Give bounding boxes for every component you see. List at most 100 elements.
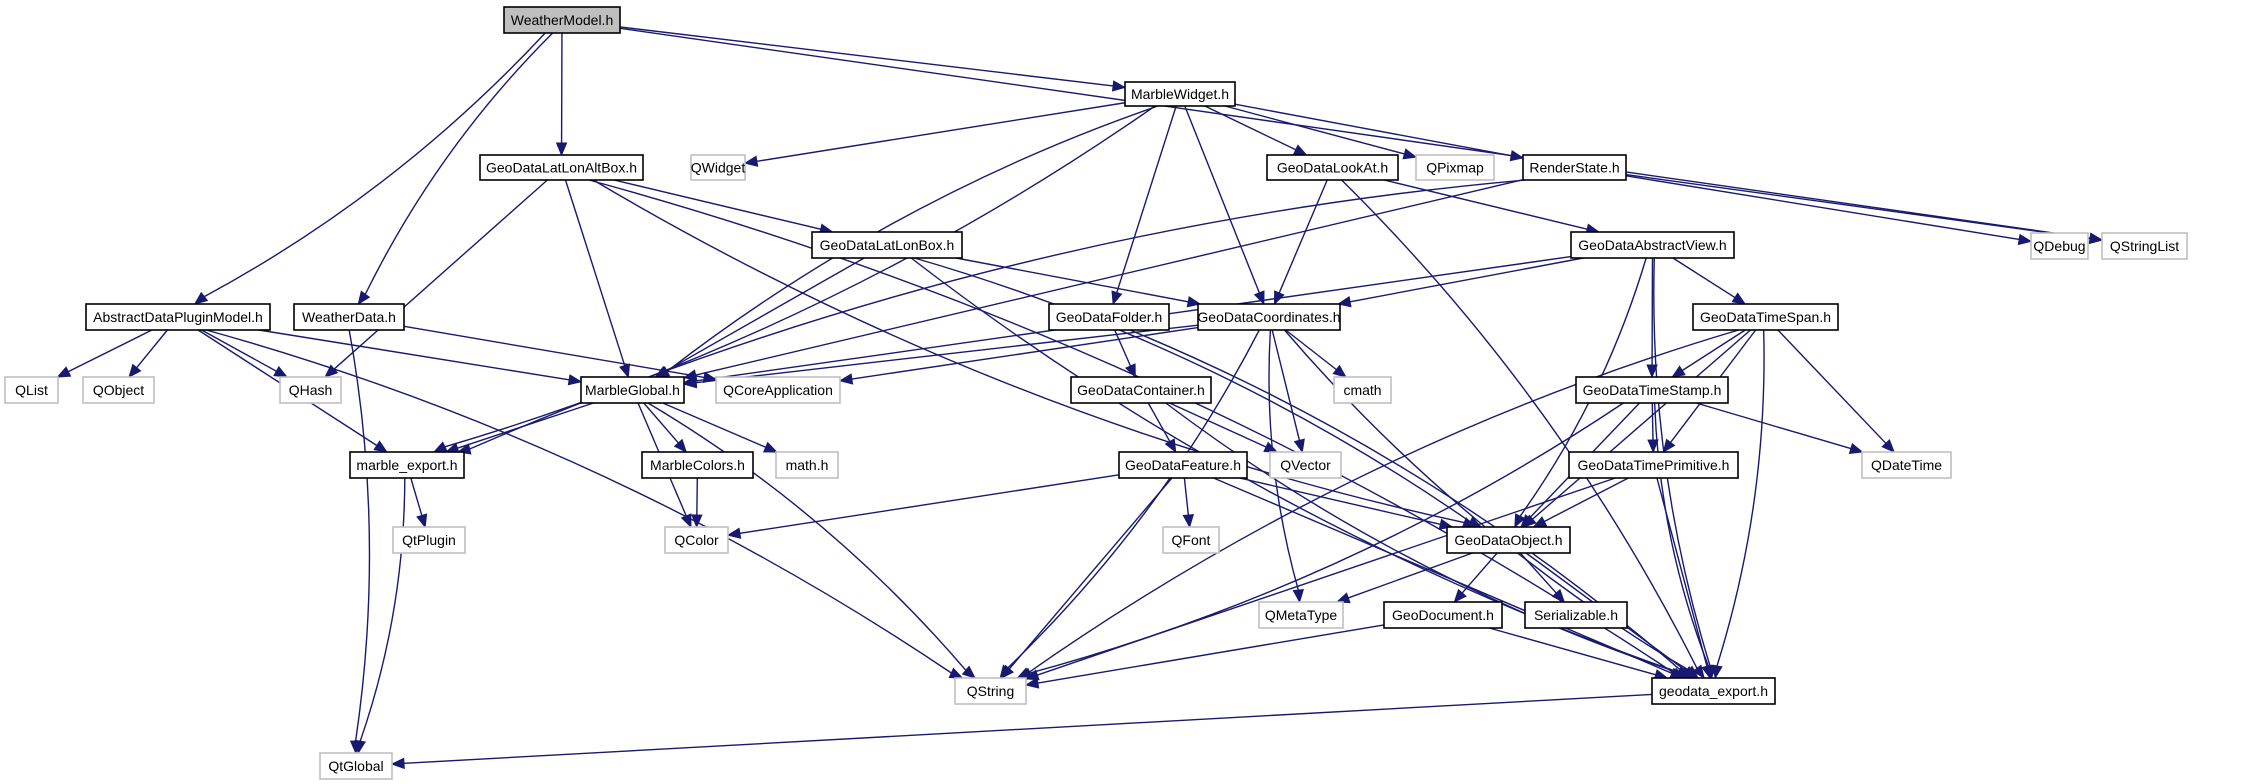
arrowhead-icon — [1125, 363, 1136, 379]
node-box — [1258, 601, 1344, 629]
node-box — [2101, 232, 2188, 260]
node-geodatacontainer[interactable]: GeoDataContainer.h — [1070, 376, 1212, 404]
edge-GeoDataLatLonBox-to-GeoDataCoordinates — [955, 257, 1202, 308]
node-geodatalatlonaltbox[interactable]: GeoDataLatLonAltBox.h — [479, 154, 644, 181]
edge-AbstractDataPluginModel-to-QHash — [201, 329, 289, 378]
arrowhead-icon — [619, 363, 631, 379]
node-box — [811, 231, 963, 259]
node-box — [1266, 154, 1399, 181]
node-label: QStringList — [2110, 238, 2179, 254]
edge-MarbleWidget-to-GeoDataFolder — [1111, 105, 1177, 306]
node-box — [1570, 231, 1735, 259]
node-qmetatype: QMetaType — [1258, 601, 1344, 629]
node-label: cmath — [1343, 382, 1381, 398]
arrowhead-icon — [1292, 144, 1308, 156]
arrowhead-icon — [682, 376, 698, 389]
node-marble_export[interactable]: marble_export.h — [349, 451, 465, 479]
node-weathermodel[interactable]: WeatherModel.h — [503, 6, 621, 34]
node-serializable[interactable]: Serializable.h — [1524, 601, 1628, 629]
arrowhead-icon — [1520, 513, 1534, 528]
edge-GeoDataTimeSpan-to-QDateTime — [1777, 329, 1896, 453]
arrowhead-icon — [1000, 664, 1015, 679]
node-label: MarbleGlobal.h — [585, 382, 680, 398]
node-geodatalookat[interactable]: GeoDataLookAt.h — [1266, 154, 1399, 181]
node-geodatatimeprimitive[interactable]: GeoDataTimePrimitive.h — [1568, 451, 1739, 479]
arrowhead-icon — [654, 365, 670, 378]
node-label: QHash — [289, 382, 333, 398]
node-renderstate[interactable]: RenderState.h — [1522, 154, 1627, 181]
edge-line — [1234, 103, 1512, 157]
edge-WeatherModel-to-AbstractDataPluginModel — [193, 32, 546, 305]
node-box — [503, 6, 621, 34]
edge-marble_export-to-QtGlobal — [354, 477, 406, 755]
node-qdatetime: QDateTime — [1861, 451, 1952, 479]
arrowhead-icon — [373, 440, 388, 453]
edge-line — [201, 329, 277, 372]
edge-MarbleWidget-to-QPixmap — [1224, 105, 1418, 160]
node-label: GeoDataLatLonBox.h — [820, 237, 955, 253]
edge-MarbleGlobal-to-math — [662, 402, 778, 453]
arrowhead-icon — [1453, 588, 1467, 603]
edge-WeatherData-to-QtGlobal — [348, 329, 371, 755]
node-geodataabstractview[interactable]: GeoDataAbstractView.h — [1570, 231, 1735, 259]
edge-GeoDataObject-to-QMetaType — [1335, 552, 1473, 604]
node-box — [392, 526, 466, 554]
node-label: GeoDataContainer.h — [1077, 382, 1205, 398]
nodes-layer: WeatherModel.hMarbleWidget.hGeoDataLatLo… — [4, 6, 2188, 780]
edge-GeoDataCoordinates-to-QCoreApplication — [838, 326, 1199, 385]
edge-line — [955, 257, 1189, 303]
edge-line — [1532, 329, 1751, 520]
node-label: QList — [15, 382, 48, 398]
edge-line — [68, 329, 153, 373]
node-abstractdatapluginmodel[interactable]: AbstractDataPluginModel.h — [85, 303, 271, 331]
node-geodatafolder[interactable]: GeoDataFolder.h — [1048, 303, 1170, 331]
edge-line — [1169, 402, 1267, 448]
arrowhead-icon — [1692, 664, 1705, 680]
node-geodata_export[interactable]: geodata_export.h — [1651, 677, 1776, 705]
edge-GeoDataTimeStamp-to-GeoDataTimePrimitive — [1647, 402, 1659, 454]
edge-GeoDataObject-to-GeoDocument — [1453, 552, 1498, 603]
arrowhead-icon — [1509, 149, 1525, 162]
node-box — [954, 677, 1027, 705]
arrowhead-icon — [948, 667, 964, 679]
edge-WeatherModel-to-GeoDataLatLonAltBox — [555, 32, 568, 157]
edge-line — [592, 179, 1465, 524]
arrowhead-icon — [1671, 365, 1686, 378]
edge-GeoDataLookAt-to-GeoDataCoordinates — [1274, 179, 1328, 306]
arrowhead-icon — [743, 155, 759, 167]
node-marblewidget[interactable]: MarbleWidget.h — [1124, 81, 1236, 107]
node-box — [349, 451, 465, 479]
edge-MarbleGlobal-to-MarbleColors — [643, 402, 688, 453]
node-geodatatimestamp[interactable]: GeoDataTimeStamp.h — [1575, 376, 1729, 404]
edge-GeoDataLatLonBox-to-MarbleGlobal — [654, 257, 865, 378]
arrowhead-icon — [1336, 296, 1352, 308]
node-geodocument[interactable]: GeoDocument.h — [1383, 601, 1503, 629]
arrowhead-icon — [1263, 441, 1279, 453]
arrowhead-icon — [1551, 588, 1566, 603]
node-box — [293, 303, 405, 331]
edge-line — [647, 402, 967, 671]
node-qstringlist: QStringList — [2101, 232, 2188, 260]
node-box — [580, 376, 685, 404]
edge-GeoDataCoordinates-to-QVector — [1271, 329, 1305, 454]
edge-line — [756, 102, 1126, 163]
arrowhead-icon — [673, 438, 688, 453]
node-geodatalatlonbox[interactable]: GeoDataLatLonBox.h — [811, 231, 963, 259]
node-geodatafeature[interactable]: GeoDataFeature.h — [1118, 451, 1248, 479]
edge-GeoDataLookAt-to-geodata_export — [1341, 179, 1705, 680]
node-marblecolors[interactable]: MarbleColors.h — [641, 451, 754, 479]
arrowhead-icon — [56, 366, 72, 378]
node-marbleglobal[interactable]: MarbleGlobal.h — [580, 376, 685, 404]
node-box — [1568, 451, 1739, 479]
edge-GeoDataLatLonAltBox-to-MarbleGlobal — [564, 179, 631, 379]
node-geodataobject[interactable]: GeoDataObject.h — [1446, 526, 1571, 554]
edge-RenderState-to-QDebug — [1625, 175, 2033, 246]
node-weatherdata[interactable]: WeatherData.h — [293, 303, 405, 331]
node-geodatacoordinates[interactable]: GeoDataCoordinates.h — [1197, 303, 1341, 331]
node-label: QtPlugin — [402, 532, 456, 548]
arrowhead-icon — [128, 363, 142, 379]
edge-GeoDataFeature-to-QFont — [1182, 477, 1195, 529]
edge-GeoDataContainer-to-GeoDataFeature — [1147, 402, 1177, 454]
edge-line — [136, 329, 168, 369]
node-geodatatimespan[interactable]: GeoDataTimeSpan.h — [1692, 303, 1839, 331]
